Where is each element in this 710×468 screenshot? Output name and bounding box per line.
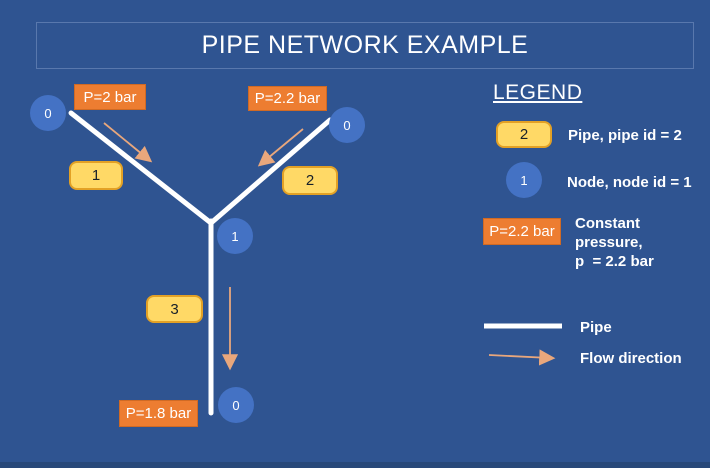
pipe-id-2-text: 2 [305,172,315,189]
pipe-2-line [208,117,333,226]
legend-node-sample-id: 1 [520,172,528,188]
pressure-label-right-text: P=2.2 bar [254,90,321,107]
title-box: PIPE NETWORK EXAMPLE [36,22,694,69]
legend-pressure-sample-text: P=2.2 bar [489,223,555,240]
node-right-id: 0 [343,117,351,133]
pipe-id-box-1: 1 [69,161,123,190]
node-junction-id: 1 [231,228,239,244]
pipe-id-1-text: 1 [91,167,101,184]
pressure-label-left: P=2 bar [74,84,146,110]
pipe-id-3-text: 3 [170,300,179,318]
page-title: PIPE NETWORK EXAMPLE [201,31,529,59]
pressure-label-left-text: P=2 bar [83,88,137,106]
legend-pipe-symbol-label: Pipe [580,319,612,336]
legend-pipe-id-sample: 2 [496,121,552,148]
pressure-label-right: P=2.2 bar [248,86,327,111]
node-left: 0 [30,95,66,131]
pressure-label-bottom: P=1.8 bar [119,400,198,427]
legend-pressure-description-line2: p = 2.2 bar [575,253,654,270]
legend-pipe-id-description: Pipe, pipe id = 2 [568,127,682,144]
node-bottom: 0 [218,387,254,423]
pipe-1-line [68,110,214,226]
node-right: 0 [329,107,365,143]
flow-arrow-pipe1-icon [103,122,153,163]
legend-node-description: Node, node id = 1 [567,174,692,191]
node-bottom-id: 0 [232,397,240,413]
legend-flow-arrow-icon [488,349,556,366]
legend-pressure-sample: P=2.2 bar [483,218,561,245]
flow-arrow-pipe2-icon [257,128,304,167]
slide-bottom-edge [0,462,710,468]
node-junction: 1 [217,218,253,254]
legend-heading: LEGEND [493,81,583,104]
legend-pipe-id-sample-text: 2 [519,126,529,143]
legend-node-sample: 1 [506,162,542,198]
node-left-id: 0 [44,105,52,121]
pressure-label-bottom-text: P=1.8 bar [125,405,192,422]
legend-pressure-description-line1: Constant pressure, [575,215,643,251]
pipe-id-box-2: 2 [282,166,338,195]
pipe-id-box-3: 3 [146,295,203,323]
legend-pressure-description: Constant pressure, p = 2.2 bar [575,214,710,271]
legend-flow-symbol-label: Flow direction [580,350,682,367]
